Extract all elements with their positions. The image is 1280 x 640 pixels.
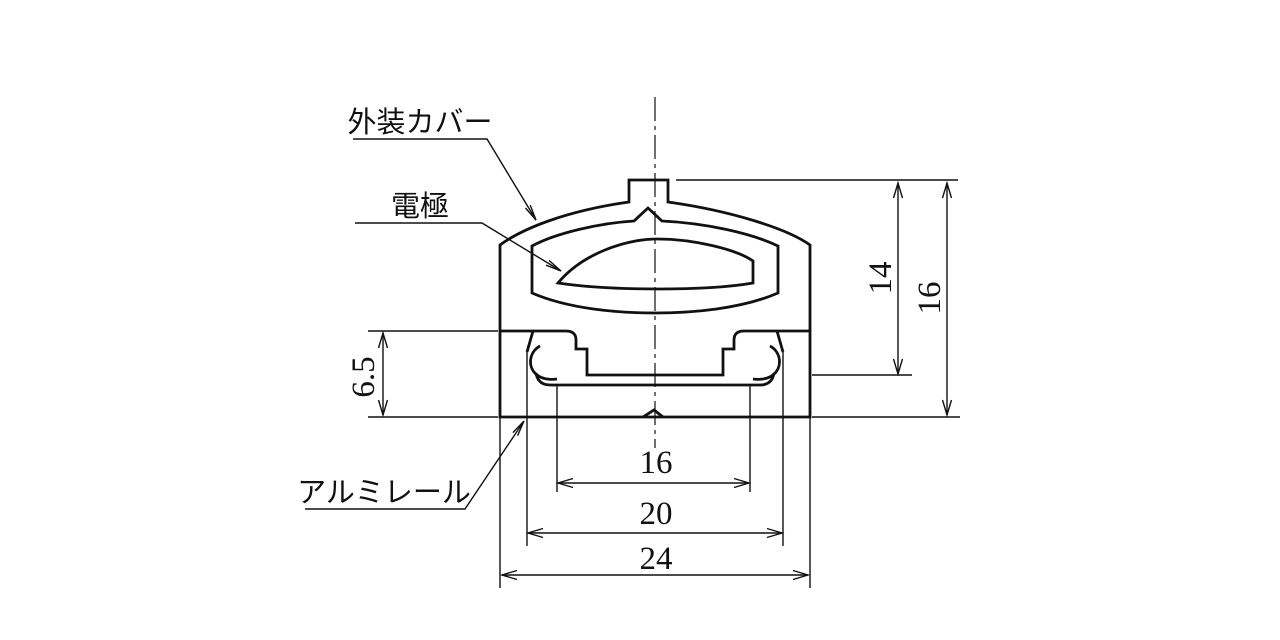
rail-hook-left: [529, 344, 558, 381]
arrowhead: [499, 569, 518, 581]
leader-cover-arrowhead: [524, 204, 537, 221]
cover-label: 外装カバー: [347, 106, 492, 139]
arrowhead: [941, 399, 953, 418]
leader-rail: [305, 420, 525, 510]
arrowhead: [792, 569, 811, 581]
arrowhead: [377, 330, 389, 349]
dim-value-inner-slot-width: 16: [640, 445, 673, 481]
rail-inner-wall-right: [775, 330, 785, 353]
rail-inner-wall-left: [525, 330, 535, 353]
leader-electrode-arrowhead: [545, 259, 562, 272]
electrode-outline: [555, 237, 755, 291]
rail-hook-right: [752, 344, 781, 381]
dimension-linework: [305, 138, 960, 588]
drawing-text: 外装カバー 電極 アルミレール 14 16 6.5 16 20 24: [297, 106, 948, 577]
rail-label: アルミレール: [297, 477, 471, 509]
leader-rail-arrowhead: [512, 420, 525, 436]
leader-cover: [353, 138, 537, 221]
arrowhead: [555, 477, 574, 489]
arrowhead: [892, 358, 904, 377]
cover-inner-outline: [530, 206, 780, 315]
cover-and-rail-outer-outline: [498, 178, 812, 419]
electrode-label: 電極: [391, 190, 449, 223]
dim-value-hook-span-width: 20: [640, 496, 673, 532]
arrowhead: [525, 527, 544, 539]
arrowhead: [941, 180, 953, 199]
profile-outlines: [498, 178, 812, 419]
dim-value-rail-height: 6.5: [346, 356, 382, 397]
leader-electrode: [355, 222, 562, 272]
rail-bottom-center-mark: [642, 408, 664, 419]
arrowhead: [377, 399, 389, 418]
dim-value-cover-height: 14: [863, 262, 899, 295]
dim-value-overall-width: 24: [640, 541, 673, 577]
dim-value-overall-height: 16: [912, 282, 948, 315]
arrowhead: [733, 477, 752, 489]
arrowhead: [892, 180, 904, 199]
arrowhead: [766, 527, 785, 539]
